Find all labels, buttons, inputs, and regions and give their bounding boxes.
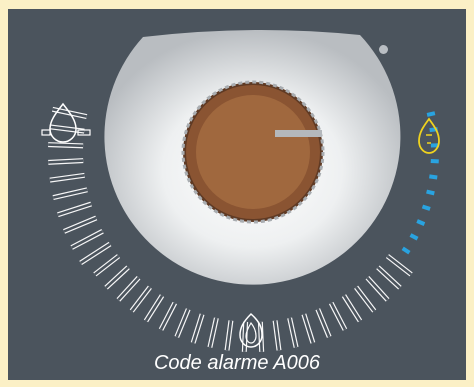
scale-segment-fill [344,296,360,321]
status-indicator-dot [379,45,388,54]
scale-segment-active [422,207,430,209]
scale-segment-fill [95,256,119,274]
scale-segment-fill [53,190,87,198]
scale-segment-active [427,113,435,115]
scale-segment-fill [72,231,103,247]
thermostat-panel: Code alarme A006 [8,9,466,380]
scale-segment-fill [177,309,188,337]
scale-segment-fill [48,161,83,163]
scale-segment-fill [118,278,138,300]
alarm-code-label: Code alarme A006 [8,352,466,375]
scale-segment-fill [48,145,83,146]
scale-segment-active [417,221,424,224]
scale-segment-fill [81,244,110,263]
scale-segment-fill [318,309,329,337]
scale-segment-fill [331,303,345,330]
scale-segment-active [410,235,417,239]
scale-segment-fill [193,314,202,343]
scale-segment-fill [161,303,175,330]
scale-segment-fill [244,322,245,352]
scale-segment-fill [387,256,411,274]
scale-segment-fill [58,204,91,215]
scale-segment-active [429,176,437,177]
scale-segment-active [403,248,410,252]
knob-pointer [275,130,322,137]
scale-segment-fill [367,278,387,300]
scale-segment-fill [132,287,150,311]
scale-segment-fill [146,296,162,321]
scale-segment-fill [378,267,400,287]
scale-segment-active [427,192,435,194]
dial-gauge [8,9,466,380]
scale-segment-fill [64,218,96,232]
scale-segment-fill [356,287,374,311]
drop-warning-icon [419,119,439,153]
rotary-knob[interactable] [183,82,323,222]
scale-segment-fill [304,314,313,343]
scale-segment-fill [106,267,128,287]
